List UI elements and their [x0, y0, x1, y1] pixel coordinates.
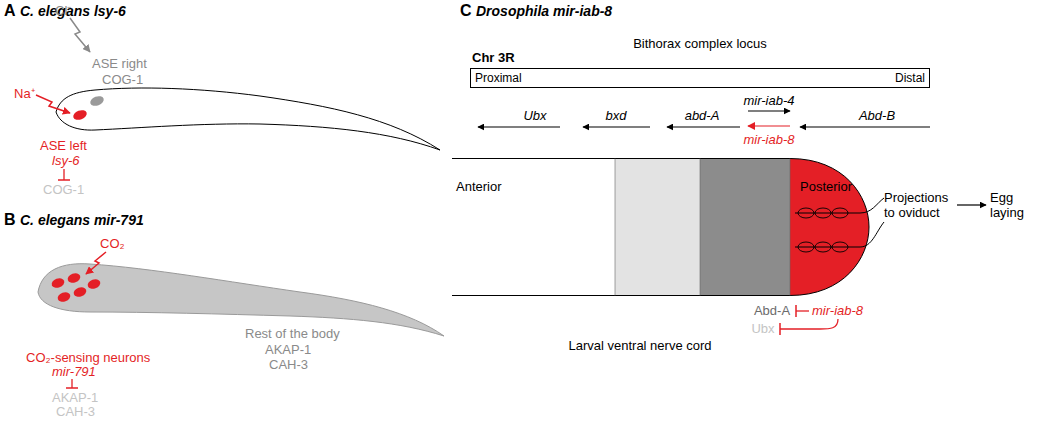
gene-label: AKAP-1	[52, 390, 98, 405]
ion-label: Cl⁻	[55, 3, 71, 18]
worm-body	[38, 264, 444, 336]
mirna-label: mir-791	[52, 364, 96, 379]
gene-label: Abd-B	[859, 108, 895, 123]
stimulus-label: CO₂	[100, 236, 125, 251]
gene-arrow	[583, 126, 650, 127]
ventral-nerve-cord: Anterior Posterior	[452, 158, 870, 296]
inhibition-line	[796, 310, 809, 311]
axis-label: Anterior	[456, 180, 502, 194]
gene-label: Ubx	[751, 321, 774, 336]
segment-dark	[700, 159, 790, 296]
segment-red	[790, 159, 869, 296]
gene-label: CAH-3	[56, 404, 95, 419]
end-label: Distal	[895, 71, 925, 85]
inhibition-bar	[66, 387, 78, 389]
ase-right-neuron	[89, 94, 105, 107]
gene-arrow	[748, 110, 790, 111]
mirna-label: mir-iab-4	[743, 93, 794, 108]
co2-neuron	[56, 291, 71, 304]
ion-label: Na⁺	[14, 86, 35, 101]
mirna-label: mir-iab-8	[743, 132, 794, 147]
gene-label: COG-1	[102, 72, 143, 87]
neuron-label: ASE right	[92, 56, 147, 71]
outcome-arrow	[957, 204, 986, 205]
chromosome-box: Chr 3RProximalDistal	[470, 68, 930, 88]
axis-label: Posterior	[800, 180, 852, 194]
region-label: Rest of the body	[245, 326, 340, 341]
cord-outline	[452, 159, 869, 296]
panel-letter: A	[4, 3, 16, 18]
end-label: Proximal	[475, 71, 522, 85]
chloride-stimulus	[70, 18, 90, 52]
co2-stimulus	[86, 252, 106, 274]
inhibition-bar	[58, 179, 70, 181]
gene-label: COG-1	[43, 182, 84, 197]
gene-label: bxd	[606, 108, 627, 123]
segment-border	[615, 159, 616, 296]
gene-label: Abd-A	[754, 303, 790, 318]
mirna-label: mir-iab-8	[812, 303, 863, 318]
chromosome-label: Chr 3R	[472, 51, 515, 65]
cord-shape	[452, 158, 870, 296]
co2-neuron	[50, 277, 65, 290]
inhibition-line	[63, 169, 64, 180]
segment-light	[615, 159, 700, 296]
mirna-label: lsy-6	[52, 153, 79, 168]
panel-letter: C	[460, 3, 472, 18]
structure-label: Larval ventral nerve cord	[568, 338, 711, 353]
neuron-label: CO₂-sensing neurons	[26, 350, 150, 365]
co2-neuron	[66, 272, 81, 285]
gene-label: AKAP-1	[265, 342, 311, 357]
co2-neuron	[72, 286, 87, 299]
gene-label: Ubx	[523, 108, 546, 123]
inhibition-bar	[779, 323, 781, 335]
inhibition-bar	[795, 305, 797, 317]
gene-arrow	[667, 126, 740, 127]
cord-fill	[452, 159, 869, 296]
outcome-label: Egg laying	[990, 190, 1036, 220]
gene-label: CAH-3	[269, 357, 308, 372]
gene-arrow	[748, 125, 790, 126]
panel-title: C. elegans mir-791	[20, 213, 144, 228]
inhibition-line	[780, 319, 838, 329]
segment-border	[790, 159, 791, 296]
locus-title: Bithorax complex locus	[633, 36, 767, 51]
neuron-label: ASE left	[40, 138, 87, 153]
gene-label: abd-A	[685, 108, 720, 123]
panel-title: Drosophila mir-iab-8	[476, 4, 612, 19]
gene-arrow	[800, 126, 930, 127]
panel-title: C. elegans lsy-6	[20, 4, 126, 19]
worm-outline	[56, 88, 440, 150]
inhibition-line	[71, 379, 72, 388]
sodium-stimulus	[36, 95, 70, 113]
segment-border	[700, 159, 701, 296]
gene-arrow	[478, 126, 560, 127]
panel-letter: B	[4, 212, 16, 227]
co2-neuron	[86, 278, 101, 291]
ase-left-neuron	[72, 108, 88, 121]
projection-label: Projections to oviduct	[884, 190, 958, 220]
